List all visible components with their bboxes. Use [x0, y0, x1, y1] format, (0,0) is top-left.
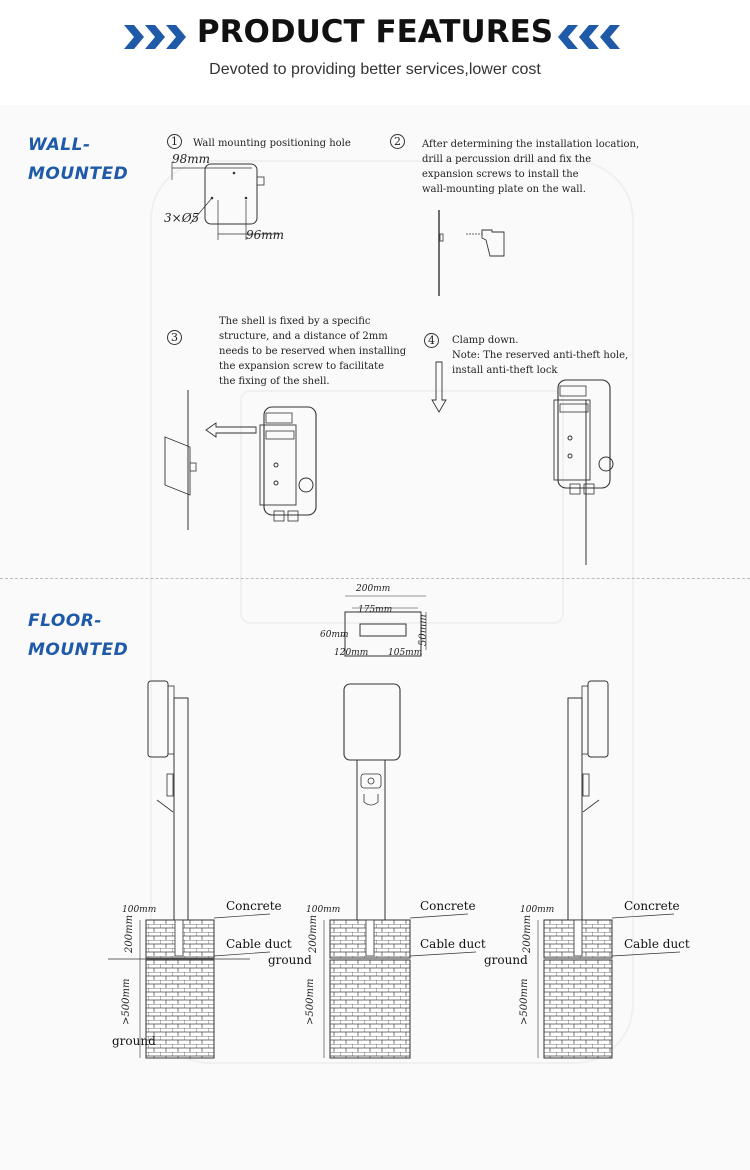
page-subtitle: Devoted to providing better services,low… — [209, 61, 541, 78]
step2-number: 2 — [390, 134, 405, 149]
step3-line3: needs to be reserved when installing — [219, 346, 407, 357]
drill-wall-drawing — [438, 210, 505, 296]
step1-dim-98: 98mm — [172, 152, 211, 166]
step4-line2: Note: The reserved anti-theft hole, — [452, 350, 629, 361]
watermark-shape-inner — [240, 390, 564, 624]
step4-text: Clamp down. Note: The reserved anti-thef… — [452, 333, 628, 378]
dim-200-3: 200mm — [522, 914, 533, 953]
step2-text: After determining the installation locat… — [422, 137, 639, 197]
ground-label-1a: ground — [268, 953, 312, 967]
plate-dim-50: 50mm — [418, 614, 429, 646]
pole-side-left-drawing — [147, 680, 189, 921]
step3-number: 3 — [167, 330, 182, 345]
step1-text: Wall mounting positioning hole — [193, 138, 351, 149]
foundations-drawing — [108, 913, 681, 1059]
dim-500-1: >500mm — [121, 978, 132, 1025]
plate-dim-60: 60mm — [320, 630, 349, 640]
page-title: PRODUCT FEATURES — [196, 14, 554, 50]
step3-line4: the expansion screw to facilitate — [219, 361, 385, 372]
concrete-label-2: Concrete — [420, 899, 476, 913]
clamp-down-drawing — [431, 361, 614, 565]
chevrons-left-icon — [124, 25, 186, 49]
watermark-shape — [150, 160, 634, 1064]
step4-line1: Clamp down. — [452, 335, 519, 346]
base-plate-drawing — [340, 595, 427, 657]
cable-duct-label-3: Cable duct — [624, 937, 690, 951]
concrete-label-3: Concrete — [624, 899, 680, 913]
dim-500-2: >500mm — [305, 978, 316, 1025]
concrete-label-1: Concrete — [226, 899, 282, 913]
step3-text: The shell is fixed by a specific structu… — [219, 314, 406, 389]
ground-label-3: ground — [484, 953, 528, 967]
step2-line4: wall-mounting plate on the wall. — [422, 184, 586, 195]
step4-line3: install anti-theft lock — [452, 365, 558, 376]
pole-front-drawing — [343, 683, 401, 921]
dim-100-1: 100mm — [122, 905, 157, 915]
plate-dim-200: 200mm — [356, 584, 391, 594]
mounting-plate-drawing — [171, 162, 280, 240]
cable-duct-label-2: Cable duct — [420, 937, 486, 951]
header: PRODUCT FEATURES Devoted to providing be… — [0, 0, 750, 105]
step3-line1: The shell is fixed by a specific — [219, 316, 371, 327]
step2-line1: After determining the installation locat… — [422, 139, 640, 150]
step2-line3: expansion screws to install the — [422, 169, 579, 180]
dim-100-2: 100mm — [306, 905, 341, 915]
plate-dim-175: 175mm — [358, 605, 393, 615]
plate-dim-120: 120mm — [334, 648, 369, 658]
step3-line2: structure, and a distance of 2mm — [219, 331, 388, 342]
pole-side-right-drawing — [567, 680, 609, 921]
dim-100-3: 100mm — [520, 905, 555, 915]
step2-line2: drill a percussion drill and fix the — [422, 154, 592, 165]
step1-dim-96: 96mm — [246, 228, 285, 242]
dim-200-1: 200mm — [124, 914, 135, 953]
step4-number: 4 — [424, 333, 439, 348]
dim-200-2: 200mm — [308, 914, 319, 953]
plate-dim-105: 105mm — [388, 648, 423, 658]
step3-line5: the fixing of the shell. — [219, 376, 330, 387]
step1-dim-holes: 3×Ø5 — [164, 211, 200, 225]
shell-install-drawing — [164, 390, 317, 530]
section-divider — [0, 578, 750, 579]
floor-mounted-label: FLOOR- MOUNTED — [28, 607, 128, 665]
floor-label-line2: MOUNTED — [28, 640, 129, 660]
cable-duct-label-1: Cable duct — [226, 937, 292, 951]
ground-label-1b: ground — [112, 1034, 156, 1048]
wall-label-line2: MOUNTED — [28, 164, 129, 184]
floor-label-line1: FLOOR- — [28, 611, 102, 631]
chevrons-right-icon — [558, 25, 620, 49]
wall-label-line1: WALL- — [28, 135, 91, 155]
wall-mounted-label: WALL- MOUNTED — [28, 131, 128, 189]
step1-number: 1 — [167, 134, 182, 149]
dim-500-3: >500mm — [519, 978, 530, 1025]
